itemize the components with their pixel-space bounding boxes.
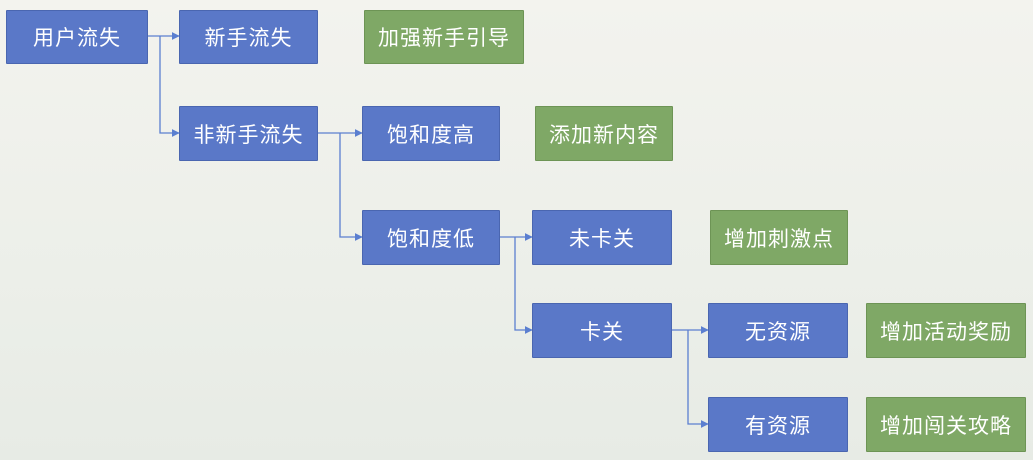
node-label: 饱和度高 [387, 122, 475, 147]
node-add-stimulus: 增加刺激点 [710, 210, 848, 265]
node-non-new-user-churn: 非新手流失 [179, 106, 318, 161]
node-not-stuck: 未卡关 [532, 210, 672, 265]
node-label: 有资源 [745, 413, 811, 438]
node-label: 饱和度低 [387, 226, 475, 251]
node-label: 增加活动奖励 [880, 319, 1012, 344]
node-user-churn: 用户流失 [6, 10, 148, 64]
node-label: 无资源 [745, 319, 811, 344]
node-label: 添加新内容 [549, 122, 659, 147]
edge-low-saturation-to-stuck [514, 237, 533, 334]
node-label: 增加闯关攻略 [880, 413, 1012, 438]
node-has-resources: 有资源 [708, 397, 848, 452]
node-add-event-rewards: 增加活动奖励 [866, 303, 1026, 358]
node-label: 用户流失 [33, 26, 121, 50]
node-add-level-guide: 增加闯关攻略 [866, 397, 1026, 452]
node-new-user-churn: 新手流失 [179, 10, 318, 64]
node-label: 加强新手引导 [378, 26, 510, 50]
edge-non-new-to-low-saturation [339, 133, 363, 241]
node-strengthen-newbie-guide: 加强新手引导 [364, 10, 524, 64]
node-label: 增加刺激点 [724, 226, 834, 251]
node-add-new-content: 添加新内容 [535, 106, 673, 161]
node-label: 未卡关 [569, 226, 635, 251]
edge-stuck-to-has-resources [687, 330, 709, 428]
node-no-resources: 无资源 [708, 303, 848, 358]
node-low-saturation: 饱和度低 [362, 210, 500, 265]
node-label: 新手流失 [204, 26, 293, 50]
node-stuck: 卡关 [532, 303, 672, 358]
node-label: 非新手流失 [193, 122, 304, 147]
node-high-saturation: 饱和度高 [362, 106, 500, 161]
edge-user-churn-to-non-new-user-churn [159, 36, 180, 137]
node-label: 卡关 [580, 319, 624, 344]
